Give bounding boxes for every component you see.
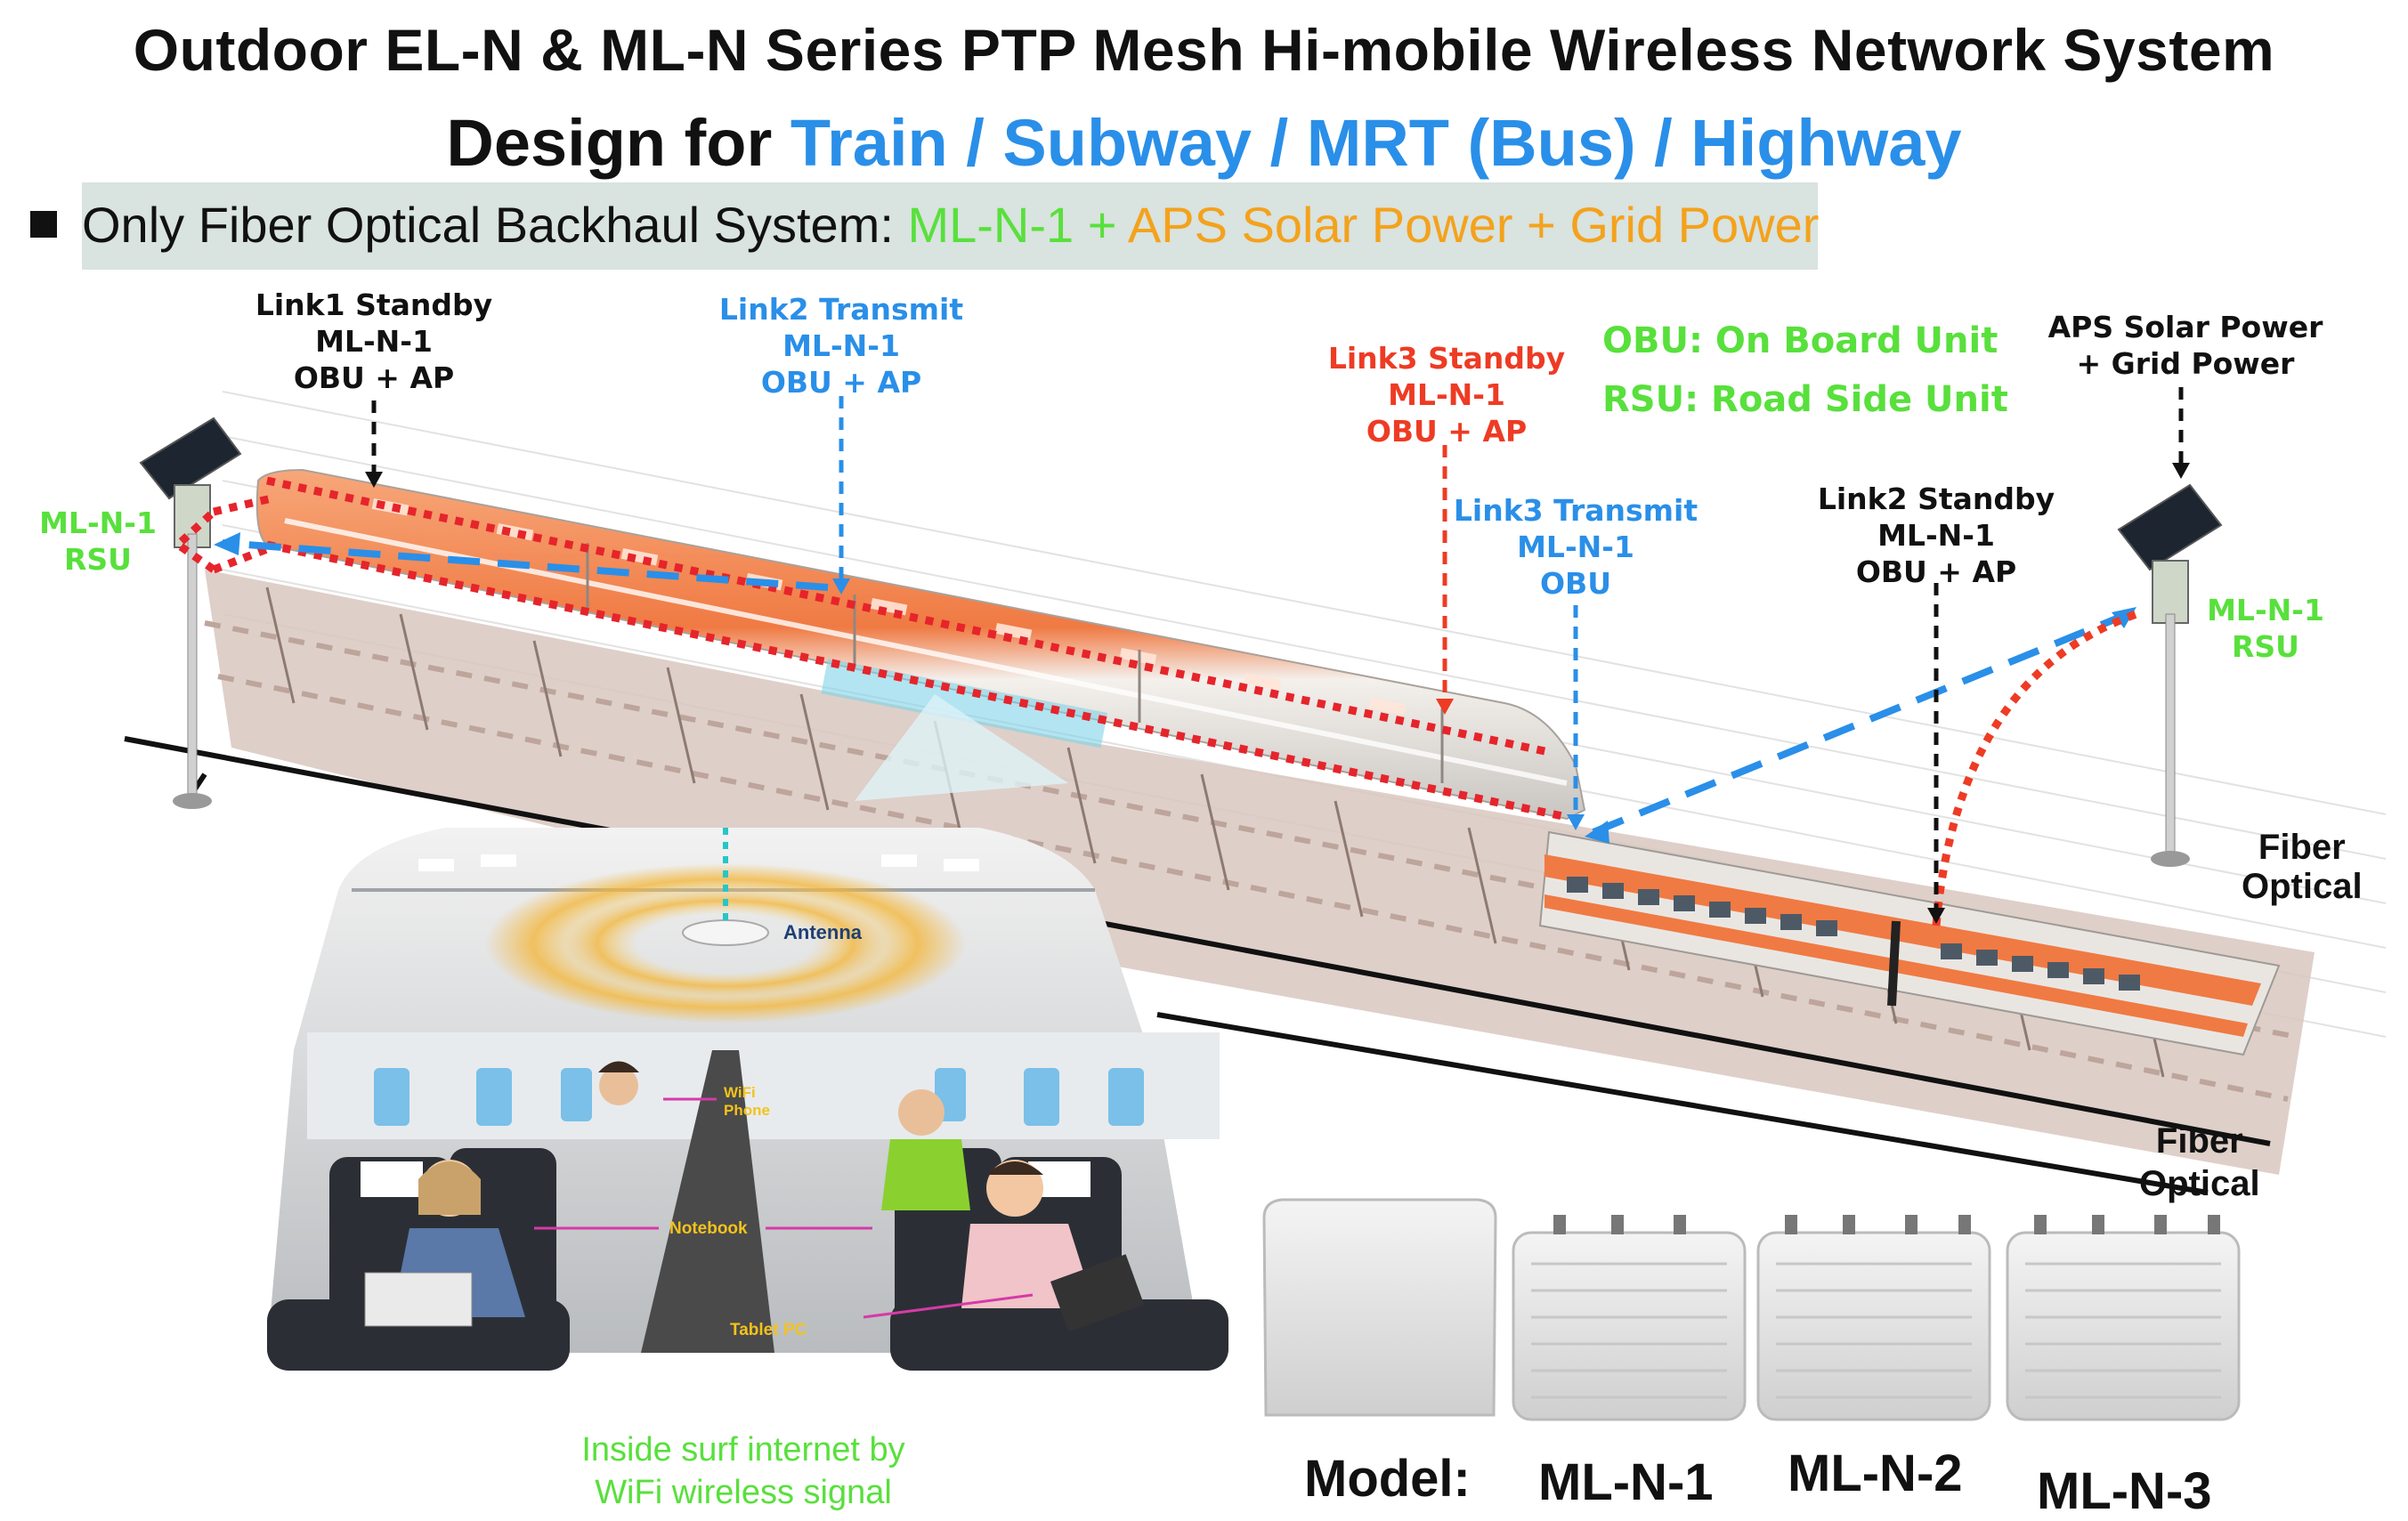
transport-types-text: Train / Subway / MRT (Bus) / Highway <box>790 106 1962 180</box>
legend-obu: OBU: On Board Unit <box>1602 320 1999 361</box>
model-name-ml-n-2: ML-N-2 <box>1788 1444 1963 1502</box>
subtitle-bar <box>82 182 1818 270</box>
model-label: Model: <box>1304 1450 1471 1508</box>
label-aps-power: APS Solar Power+ Grid Power <box>2047 310 2323 381</box>
bullet-square-icon <box>30 211 57 238</box>
legend-rsu: RSU: Road Side Unit <box>1602 379 2008 420</box>
legend: OBU: On Board Unit RSU: Road Side Unit <box>1602 311 2008 429</box>
fiber-line-bottom <box>1156 1012 2209 1195</box>
device-ml-n-1 <box>1512 1215 1747 1421</box>
commuter-train <box>1538 830 2281 1056</box>
wireless-links-blue <box>222 539 2129 836</box>
label-tablet-pc: Tablet PC <box>730 1321 807 1339</box>
wireless-link-red <box>1932 610 2138 926</box>
label-notebook: Notebook <box>669 1219 748 1238</box>
design-for-text: Design for <box>446 106 791 180</box>
subtitle-text: Only Fiber Optical Backhaul System: ML-N… <box>82 196 1819 254</box>
train-cabin-interior <box>267 828 1228 1371</box>
subtitle-ml-n-1: ML-N-1 + <box>907 197 1117 253</box>
subtitle-prefix: Only Fiber Optical Backhaul System: <box>82 197 908 253</box>
model-name-ml-n-3: ML-N-3 <box>2037 1462 2212 1520</box>
device-plain-panel <box>1262 1198 1497 1417</box>
gravel-bed <box>205 570 2315 1175</box>
label-antenna: Antenna <box>783 921 862 943</box>
page-title: Outdoor EL-N & ML-N Series PTP Mesh Hi-m… <box>133 17 2275 83</box>
fiber-line-top <box>124 736 2271 1146</box>
model-name-ml-n-1: ML-N-1 <box>1538 1453 1714 1511</box>
device-ml-n-3 <box>2006 1215 2241 1421</box>
solar-pole-right <box>2117 483 2223 867</box>
page-subtitle: Design for Train / Subway / MRT (Bus) / … <box>0 105 2408 181</box>
subtitle-power: APS Solar Power + Grid Power <box>1116 197 1820 253</box>
coverage-outline-red <box>171 476 1568 821</box>
device-ml-n-2 <box>1756 1215 1991 1421</box>
